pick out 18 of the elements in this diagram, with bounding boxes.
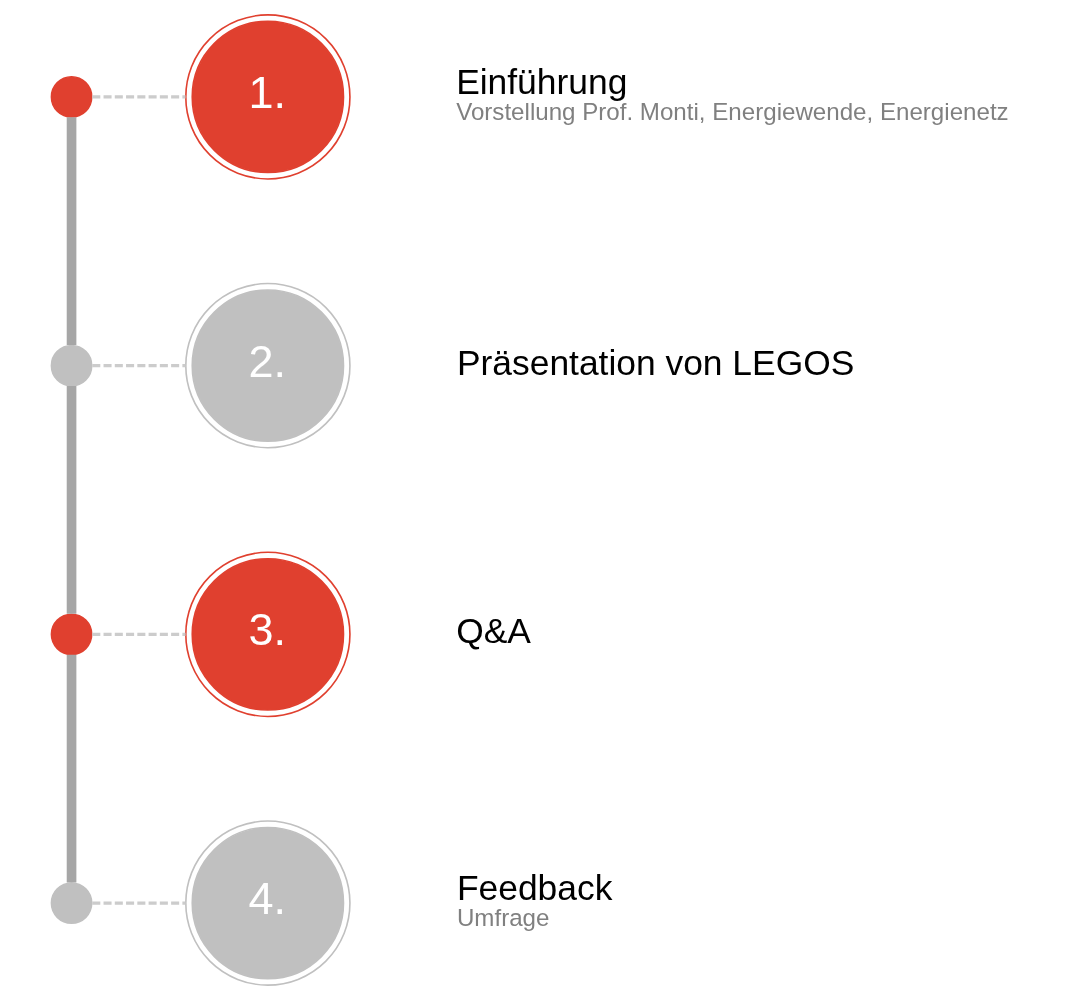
node-label: Einführung: [456, 61, 628, 102]
connector: [92, 95, 186, 99]
connector: [92, 901, 186, 905]
node-label: Q&A: [456, 611, 531, 652]
node-circle: [50, 344, 93, 387]
node-circle: 2.: [185, 282, 351, 449]
connector: [66, 117, 77, 345]
connector: [66, 385, 77, 614]
node-circle: [50, 613, 93, 656]
node-label: Präsentation von LEGOS: [456, 342, 855, 383]
connector: [92, 364, 186, 368]
connector: [66, 654, 77, 883]
node-circle: 1.: [185, 14, 351, 180]
node-circle: 4.: [185, 820, 351, 986]
connector: [92, 632, 186, 636]
node-circle: 3.: [185, 551, 351, 718]
node-circle: [50, 882, 93, 924]
node-circle: [50, 76, 93, 118]
